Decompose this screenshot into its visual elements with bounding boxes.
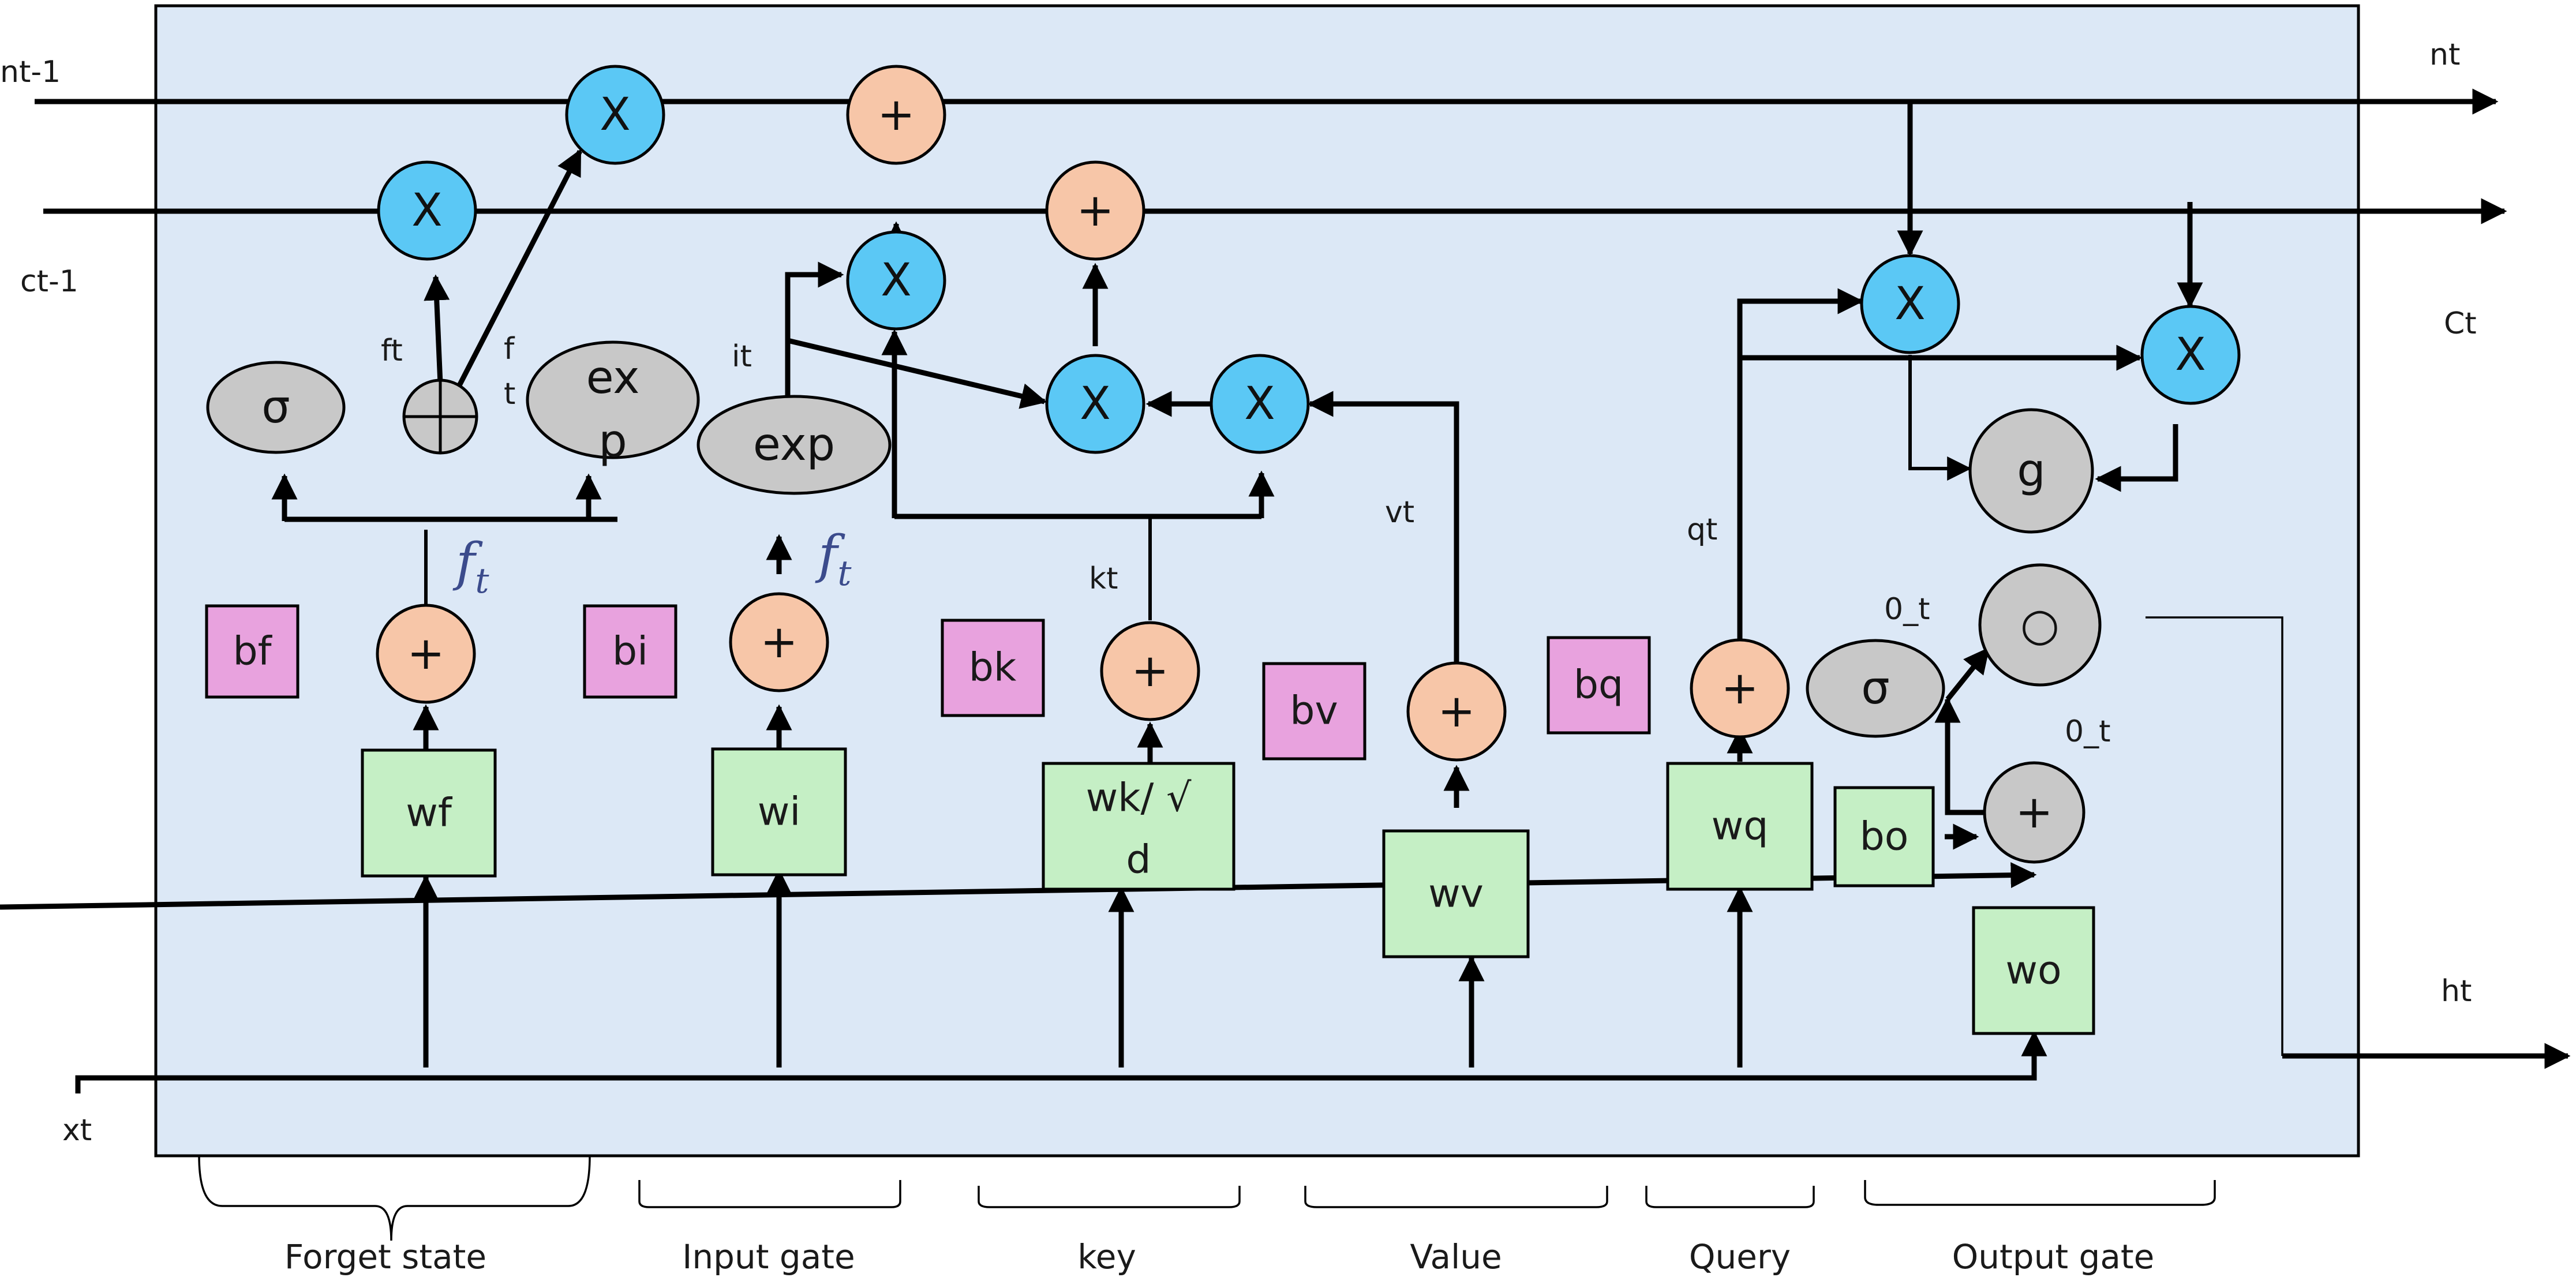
svg-text:X: X: [1244, 378, 1275, 430]
label-qt: qt: [1687, 512, 1717, 547]
label-nt-prev: nt-1: [0, 55, 61, 89]
weight-box-wi: wi: [711, 747, 847, 877]
multiply-node-qn: X: [1860, 254, 1960, 354]
svg-text:X: X: [411, 185, 442, 237]
svg-text:X: X: [2175, 329, 2206, 381]
svg-text:bv: bv: [1290, 688, 1338, 734]
add-node-ct: +: [1045, 160, 1145, 261]
label-o-t-2: 0_t: [2065, 714, 2110, 749]
bias-box-bv: bv: [1262, 662, 1366, 761]
bias-box-bk: bk: [941, 619, 1045, 717]
svg-text:○: ○: [2020, 599, 2060, 651]
add-node-forget: +: [376, 604, 476, 704]
xt-line: [75, 1030, 2047, 1093]
brace-key: [978, 1186, 1241, 1208]
multiply-node-input: X: [846, 230, 946, 331]
label-vt: vt: [1385, 495, 1414, 530]
label-ct-prev: ct-1: [20, 264, 78, 299]
svg-text:+: +: [407, 628, 444, 680]
section-label-value: Value: [1410, 1237, 1502, 1276]
brace-query: [1645, 1186, 1815, 1208]
svg-text:bk: bk: [969, 645, 1017, 691]
svg-text:g: g: [2017, 445, 2046, 497]
multiply-node-kv: X: [1210, 354, 1310, 454]
add-node-key: +: [1100, 621, 1200, 721]
svg-text:ex: ex: [586, 352, 640, 404]
svg-text:bq: bq: [1574, 662, 1623, 708]
exp-node-forget: ex p: [526, 340, 700, 467]
multiply-node-iv: X: [1045, 354, 1145, 454]
svg-text:wv: wv: [1428, 871, 1484, 917]
svg-text:wq: wq: [1712, 804, 1769, 849]
section-label-output: Output gate: [1952, 1237, 2155, 1276]
svg-text:wf: wf: [406, 791, 453, 836]
label-f-split-1: f: [504, 332, 515, 366]
brace-input: [638, 1180, 901, 1208]
bias-box-bi: bi: [583, 604, 677, 699]
brace-forget: [198, 1155, 591, 1241]
svg-text:p: p: [598, 415, 627, 467]
svg-text:+: +: [1721, 662, 1758, 714]
g-node: g: [1968, 408, 2094, 534]
weight-box-wk: wk/ √ d: [1042, 762, 1235, 891]
sigma-node-output: σ: [1806, 639, 1945, 738]
bias-box-bq: bq: [1547, 636, 1651, 735]
svg-text:X: X: [1080, 378, 1110, 430]
section-label-forget: Forget state: [284, 1237, 486, 1276]
svg-text:+: +: [760, 616, 797, 668]
add-node-input: +: [729, 592, 829, 692]
section-label-query: Query: [1689, 1237, 1791, 1276]
svg-text:wo: wo: [2005, 948, 2061, 994]
svg-text:+: +: [1437, 686, 1475, 737]
svg-text:d: d: [1126, 837, 1151, 883]
label-xt: xt: [62, 1113, 92, 1148]
label-nt: nt: [2429, 38, 2460, 72]
svg-text:bf: bf: [233, 629, 272, 675]
section-label-input: Input gate: [682, 1237, 855, 1276]
section-label-key: key: [1077, 1237, 1136, 1276]
weight-box-wq: wq: [1666, 762, 1814, 891]
svg-text:σ: σ: [1861, 662, 1889, 714]
svg-text:exp: exp: [753, 419, 835, 471]
label-ft: ft: [381, 334, 403, 368]
label-ht: ht: [2441, 974, 2472, 1009]
weight-box-wo: wo: [1972, 906, 2095, 1035]
brace-output: [1864, 1180, 2216, 1206]
svg-text:σ: σ: [261, 381, 290, 433]
label-o-t-1: 0_t: [1884, 592, 1930, 627]
svg-text:X: X: [881, 254, 911, 306]
svg-text:+: +: [2015, 786, 2053, 838]
formula-f-t-forget: ft: [452, 532, 489, 601]
add-node-value: +: [1406, 661, 1507, 762]
multiply-node-nt: X: [565, 65, 665, 165]
svg-text:bi: bi: [612, 629, 648, 675]
svg-text:+: +: [877, 89, 915, 141]
label-kt: kt: [1089, 561, 1118, 596]
label-ct: Ct: [2444, 306, 2477, 341]
exp-node-input: exp: [697, 395, 892, 495]
multiply-node-qc: X: [2140, 305, 2241, 405]
add-node-nt: +: [846, 65, 946, 165]
brace-value: [1304, 1186, 1608, 1208]
svg-text:wk/ √: wk/ √: [1086, 776, 1192, 821]
add-node-output: +: [1983, 761, 2085, 864]
bias-box-bf: bf: [205, 604, 299, 699]
label-it: it: [732, 339, 752, 374]
label-f-split-2: t: [504, 377, 515, 411]
svg-text:bo: bo: [1860, 814, 1909, 860]
svg-text:X: X: [600, 89, 630, 141]
svg-text:X: X: [1894, 278, 1925, 330]
svg-text:+: +: [1131, 645, 1169, 697]
multiply-node-ct: X: [377, 160, 477, 261]
circle-node: ○: [1978, 563, 2102, 687]
weight-box-wv: wv: [1382, 829, 1530, 958]
weight-box-wf: wf: [361, 748, 497, 878]
weight-box-bo: bo: [1833, 786, 1935, 887]
sigma-node-forget: σ: [206, 361, 346, 454]
add-node-query: +: [1690, 638, 1790, 739]
oplus-node: [402, 379, 478, 455]
svg-text:+: +: [1076, 185, 1114, 237]
svg-text:wi: wi: [758, 789, 801, 835]
